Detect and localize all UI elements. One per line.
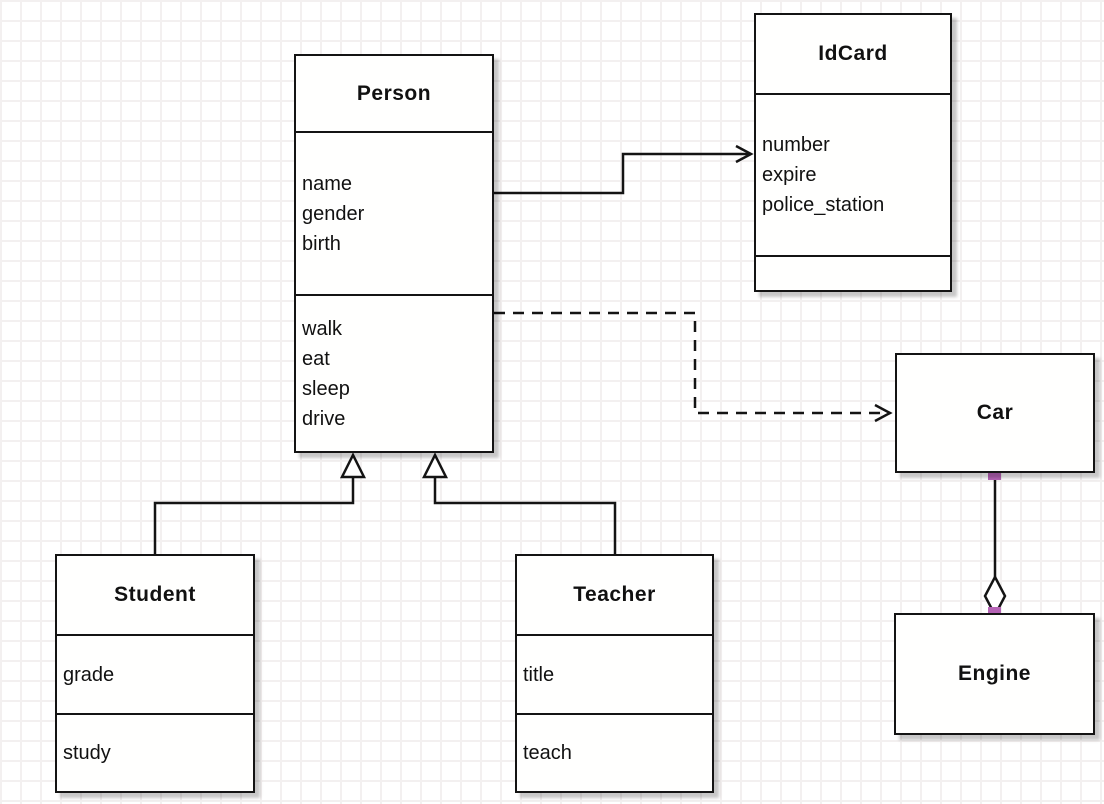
attribute: number — [762, 134, 830, 156]
attribute: birth — [302, 232, 341, 255]
class-teacher-attributes: title — [517, 634, 712, 713]
attribute: title — [523, 663, 555, 686]
class-idcard-methods-empty — [756, 255, 950, 290]
attribute: grade — [63, 663, 115, 686]
method: study — [63, 742, 111, 764]
class-teacher-title: Teacher — [573, 583, 656, 606]
class-idcard-title: IdCard — [818, 42, 888, 65]
association-person-idcard[interactable] — [494, 144, 754, 195]
method: teach — [523, 742, 572, 764]
class-person-methods: walk eat sleep drive — [296, 294, 492, 451]
class-engine[interactable]: Engine — [894, 613, 1095, 735]
generalization-student-person[interactable] — [153, 452, 367, 554]
dependency-person-car[interactable] — [494, 311, 893, 423]
attribute: gender — [302, 202, 365, 225]
class-engine-title: Engine — [957, 662, 1031, 685]
hollow-triangle-arrowhead — [339, 452, 367, 479]
class-teacher[interactable]: Teacher title teach — [515, 554, 714, 793]
open-arrowhead — [874, 403, 893, 423]
method: eat — [302, 347, 330, 370]
method: walk — [302, 317, 343, 340]
class-car[interactable]: Car — [895, 353, 1095, 473]
class-idcard[interactable]: IdCard number expire police_station — [754, 13, 952, 292]
method: drive — [302, 407, 346, 430]
class-student-methods: study — [57, 713, 253, 791]
aggregation-car-engine[interactable] — [983, 467, 1007, 620]
class-idcard-attributes: number expire police_station — [756, 93, 950, 255]
generalization-teacher-person[interactable] — [421, 452, 617, 554]
class-car-title: Car — [976, 401, 1014, 424]
class-person-attributes: name gender birth — [296, 131, 492, 294]
open-arrowhead — [735, 144, 754, 164]
attribute: police_station — [762, 194, 885, 216]
attribute: expire — [762, 164, 817, 186]
class-student-attributes: grade — [57, 634, 253, 713]
hollow-triangle-arrowhead — [421, 452, 449, 479]
class-student-title: Student — [114, 583, 196, 606]
method: sleep — [302, 377, 350, 400]
class-person[interactable]: Person name gender birth walk eat sleep … — [294, 54, 494, 453]
class-person-title: Person — [356, 81, 432, 105]
class-student[interactable]: Student grade study — [55, 554, 255, 793]
attribute: name — [302, 172, 353, 195]
class-teacher-methods: teach — [517, 713, 712, 791]
